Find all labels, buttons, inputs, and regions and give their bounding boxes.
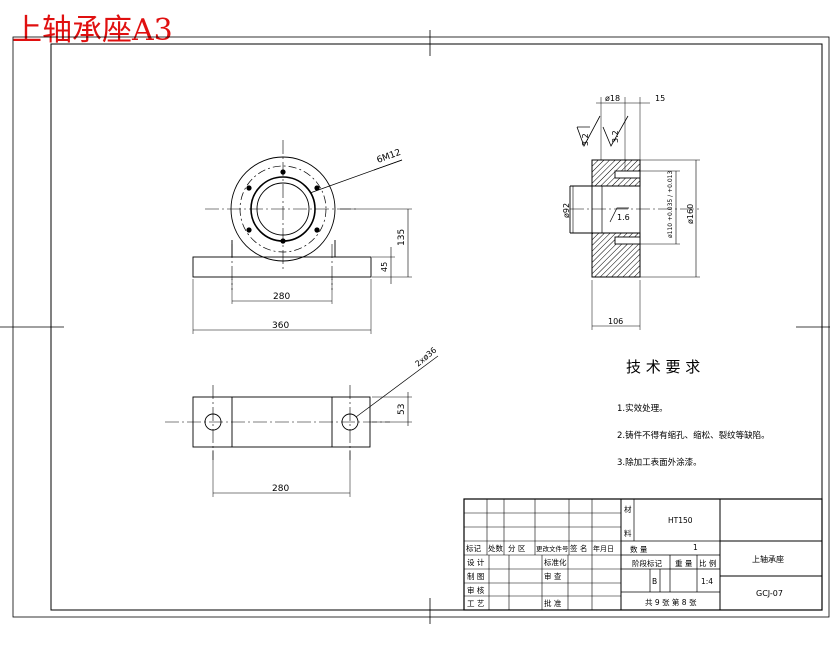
section-view-dimensions: ø18 15 3.2 3.2 1.6 ø92 ø110 +0.035 / +0.… xyxy=(562,94,695,326)
dim-outer: ø160 xyxy=(686,204,695,224)
tech-heading: 技 术 要 求 xyxy=(626,358,700,376)
bolt-callout-label: 6M12 xyxy=(376,148,403,166)
std-label: 标准化 xyxy=(544,557,567,567)
tech-item-3: 3.除加工表面外涂漆。 xyxy=(617,457,702,468)
hdr-count: 处数 xyxy=(488,543,503,553)
hdr-date: 年月日 xyxy=(593,544,614,553)
dim-front-hole-spacing: 280 xyxy=(273,292,290,302)
scale-label: 比 例 xyxy=(699,558,716,568)
sheet-frame xyxy=(0,30,830,624)
title-block xyxy=(463,498,823,611)
weight-label: 重 量 xyxy=(675,559,693,568)
dim-overall-length: 360 xyxy=(272,321,289,331)
material-label-1: 材 xyxy=(624,504,632,514)
tech-item-1: 1.实效处理。 xyxy=(617,403,668,414)
part-name: 上轴承座 xyxy=(752,554,784,564)
process-label: 工 艺 xyxy=(467,599,484,608)
title-block-text: 材 料 HT150 上轴承座 GCJ-07 标记 处数 分 区 更改文件号 签 … xyxy=(466,504,784,608)
roughness-2: 3.2 xyxy=(611,130,620,143)
dim-center-height: 135 xyxy=(397,229,407,246)
dim-recess-depth: 15 xyxy=(655,94,665,103)
material-label-2: 料 xyxy=(624,528,632,538)
technical-requirements: 技 术 要 求 1.实效处理。 2.铸件不得有缩孔、缩松、裂纹等缺陷。 3.除加… xyxy=(617,358,770,468)
dim-top-width: 53 xyxy=(397,404,407,415)
drawing-title: 上轴承座A3 xyxy=(12,13,173,48)
material-value: HT150 xyxy=(668,516,693,525)
hdr-zone: 分 区 xyxy=(508,544,526,553)
qty-label: 数 量 xyxy=(630,544,648,554)
stage-value: B xyxy=(652,577,657,586)
sheet-count: 共 9 张 第 8 张 xyxy=(645,597,697,607)
front-view xyxy=(192,140,412,334)
designer-label: 设 计 xyxy=(467,557,485,567)
roughness-3: 1.6 xyxy=(617,213,630,222)
hdr-doc: 更改文件号 xyxy=(536,544,569,553)
top-view xyxy=(165,355,439,497)
hdr-sign: 签 名 xyxy=(570,543,587,553)
roughness-1: 3.2 xyxy=(581,133,590,146)
dim-top-hole-spacing: 280 xyxy=(272,484,289,494)
top-view-dimensions: 2xø36 53 280 xyxy=(272,346,438,494)
drawing-number: GCJ-07 xyxy=(756,589,783,598)
dim-bore-tolerance: ø110 +0.035 / +0.013 xyxy=(667,171,674,238)
tech-item-2: 2.铸件不得有缩孔、缩松、裂纹等缺陷。 xyxy=(617,430,770,441)
stage-label: 阶段标记 xyxy=(632,558,662,568)
drafter-label: 制 图 xyxy=(467,571,484,581)
hdr-mark: 标记 xyxy=(466,543,481,553)
checker-label: 审 核 xyxy=(467,585,485,595)
dim-section-length: 106 xyxy=(608,317,623,326)
scale-value: 1:4 xyxy=(701,577,713,586)
section-view xyxy=(569,97,700,330)
dim-base-thickness: 45 xyxy=(380,262,389,272)
dim-recess-dia: ø18 xyxy=(605,94,620,103)
reviewer-label: 审 查 xyxy=(544,571,562,581)
qty-value: 1 xyxy=(693,543,698,552)
dim-bore: ø92 xyxy=(562,203,571,218)
approve-label: 批 准 xyxy=(544,598,562,608)
